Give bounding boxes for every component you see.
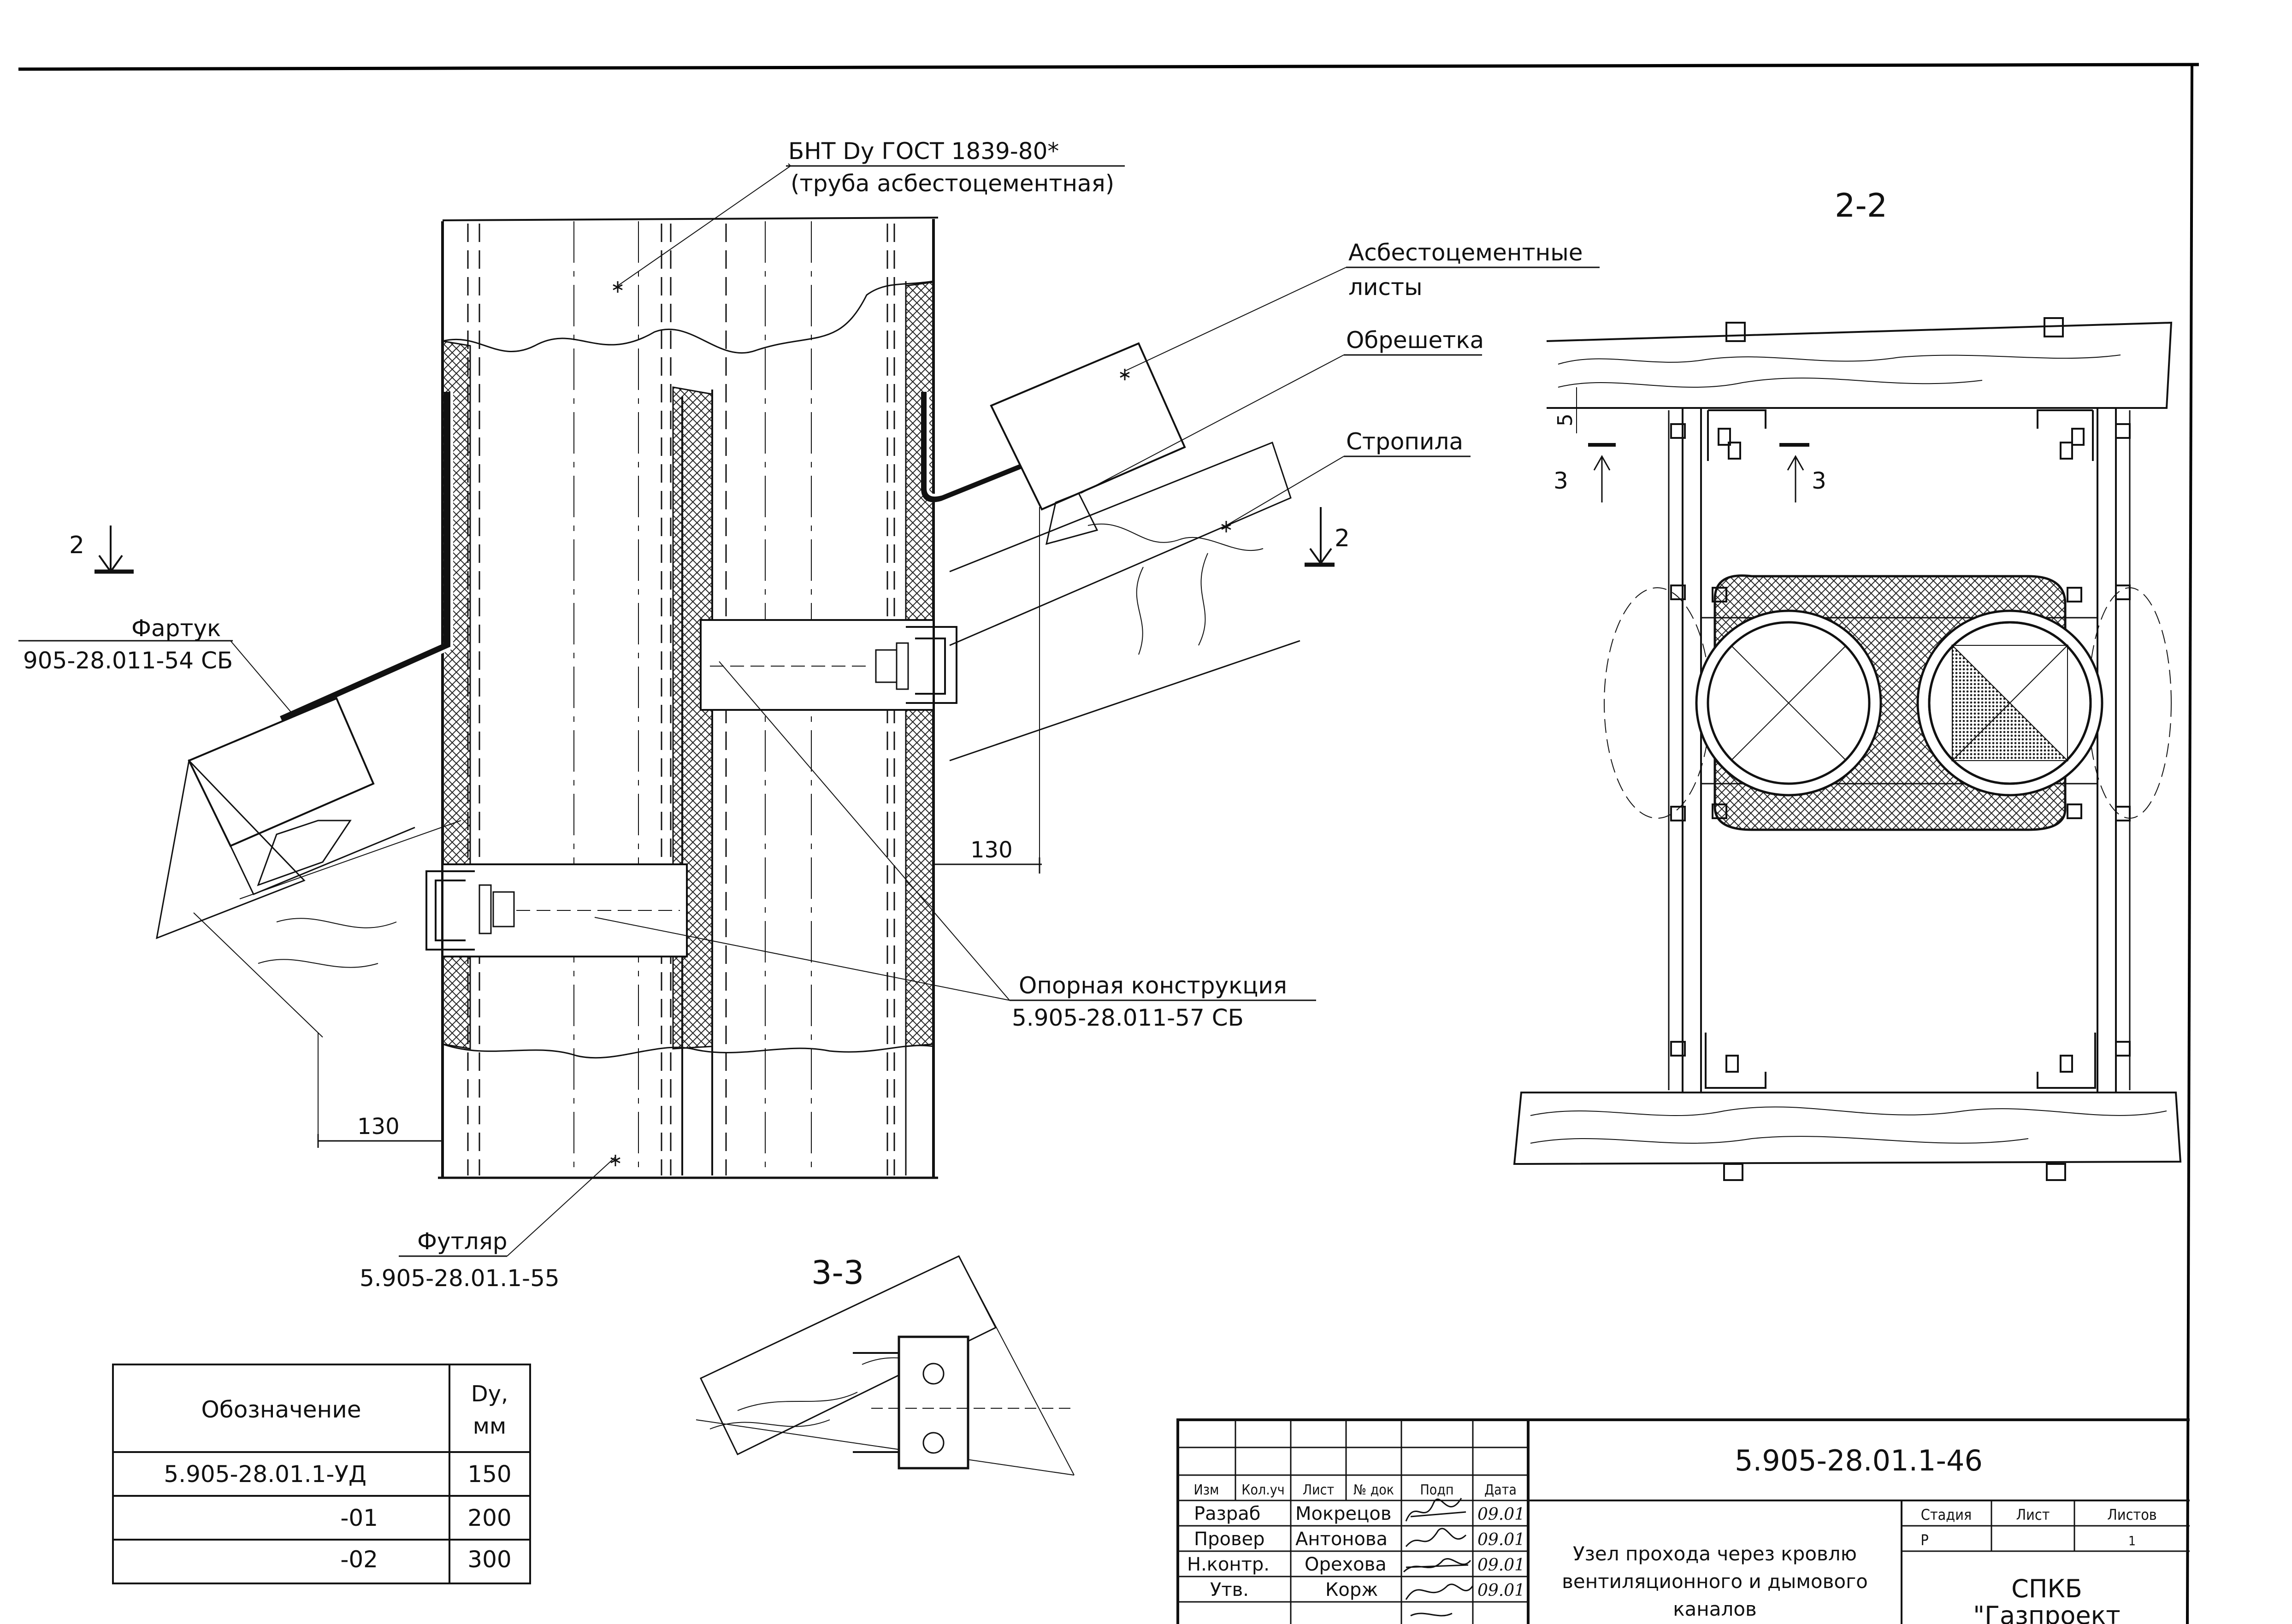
cut-mark-3-right: 3 <box>1812 467 1826 494</box>
callout-support-line2: 5.905-28.011-57 СБ <box>1012 1004 1244 1031</box>
spec-row-designation: 5.905-28.01.1-УД <box>164 1461 366 1488</box>
drawing-title-line1: Узел прохода через кровлю <box>1573 1542 1857 1565</box>
section-mark-right-2: 2 <box>1335 525 1350 552</box>
signature-date: 09.01 <box>1477 1530 1525 1549</box>
callout-case-line2: 5.905-28.01.1-55 <box>360 1265 560 1292</box>
section-3-3-view <box>696 1255 1075 1476</box>
callout-apron-line1: Фартук <box>131 615 221 642</box>
sheets-label: Листов <box>2107 1506 2157 1524</box>
view-title-3-3: 3-3 <box>811 1254 864 1292</box>
callout-support-line1: Опорная конструкция <box>1019 972 1287 999</box>
signature-date: 09.01 <box>1477 1581 1525 1600</box>
signature-date: 09.01 <box>1477 1505 1525 1524</box>
signer-role: Утв. <box>1210 1579 1249 1600</box>
signer-role: Н.контр. <box>1187 1554 1270 1575</box>
callout-asbestos-line1: Асбестоцементные <box>1348 239 1583 266</box>
spec-row-dy: 300 <box>467 1546 511 1573</box>
signer-name: Корж <box>1325 1579 1378 1600</box>
organization-line1: СПКБ <box>2011 1574 2082 1603</box>
signer-name: Антонова <box>1295 1529 1388 1550</box>
drawing-title-line2: вентиляционного и дымового <box>1562 1570 1868 1593</box>
sheet-frame <box>18 63 2199 1624</box>
cut-mark-3-left: 3 <box>1554 467 1568 494</box>
callout-asbestos-line2: листы <box>1348 274 1423 301</box>
spec-header-designation: Обозначение <box>201 1396 361 1423</box>
stage-label: Стадия <box>1921 1506 1972 1524</box>
section-mark-left-2: 2 <box>69 531 84 559</box>
document-number: 5.905-28.01.1-46 <box>1735 1444 1983 1477</box>
dimension-130-right: 130 <box>970 837 1013 863</box>
title-block <box>1176 1418 2190 1624</box>
callout-rafter: Стропила <box>1346 428 1463 455</box>
callout-case-line1: Футляр <box>417 1228 508 1255</box>
organization-line2: "Газпроект <box>1973 1601 2121 1624</box>
spec-row-designation: -01 <box>340 1505 378 1531</box>
signer-role: Разраб <box>1194 1503 1260 1524</box>
signer-role: Провер <box>1194 1529 1265 1550</box>
column-header: Лист <box>1303 1482 1334 1498</box>
signer-name: Орехова <box>1305 1554 1387 1575</box>
view-title-2-2: 2-2 <box>1835 187 1887 224</box>
section-2-2-view <box>1513 317 2182 1181</box>
spec-header-dy-line2: мм <box>473 1413 506 1439</box>
column-header: Изм <box>1194 1482 1219 1498</box>
callout-pipe-line1: БНТ Dy ГОСТ 1839-80* <box>788 138 1059 165</box>
dimension-5: 5 <box>1554 413 1577 426</box>
column-header: Подп <box>1420 1482 1453 1498</box>
dimension-130-left: 130 <box>357 1114 400 1140</box>
sheet-label: Лист <box>2016 1506 2050 1524</box>
spec-table <box>112 1364 531 1584</box>
stage-value: Р <box>1920 1531 1928 1549</box>
callout-pipe-line2: (труба асбестоцементная) <box>791 170 1114 197</box>
signature-date: 09.01 <box>1477 1556 1525 1575</box>
drawing-title-line3: каналов <box>1673 1598 1757 1620</box>
column-header: Дата <box>1484 1482 1517 1498</box>
callout-lathing: Обрешетка <box>1346 327 1484 354</box>
spec-row-designation: -02 <box>340 1546 378 1573</box>
spec-header-dy-line1: Dy, <box>471 1381 508 1407</box>
signer-name: Мокрецов <box>1295 1503 1391 1524</box>
main-section-view <box>18 163 1600 1257</box>
spec-row-dy: 150 <box>467 1461 511 1488</box>
callout-apron-line2: 905-28.011-54 СБ <box>23 647 233 674</box>
column-header: Кол.уч <box>1241 1482 1284 1498</box>
column-header: № док <box>1353 1482 1394 1498</box>
spec-row-dy: 200 <box>467 1505 511 1531</box>
sheets-value: 1 <box>2128 1533 2136 1548</box>
